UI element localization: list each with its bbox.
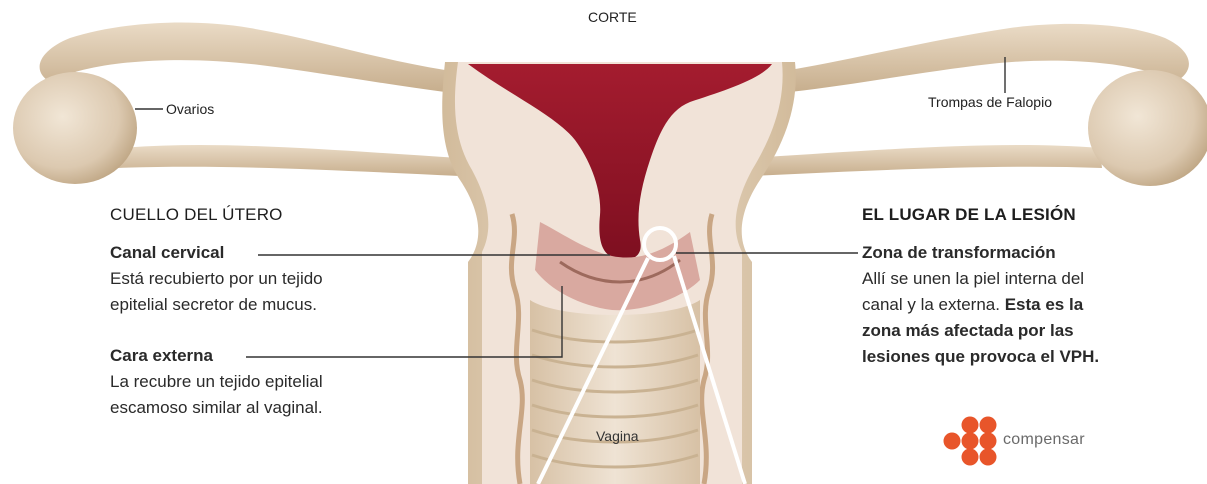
cara-externa-line2: escamoso similar al vaginal. [110,395,323,421]
compensar-logo-icon [944,417,997,466]
ovarios-label: Ovarios [166,101,214,117]
corte-label: CORTE [588,9,637,25]
right-ovary [1088,70,1207,186]
zona-line2: canal y la externa. Esta es la [862,292,1083,318]
zona-title: Zona de transformación [862,240,1056,266]
trompas-label: Trompas de Falopio [928,94,1052,110]
cuello-heading: CUELLO DEL ÚTERO [110,205,283,225]
canal-cervical-line1: Está recubierto por un tejido [110,266,323,292]
compensar-logo-text: compensar [1003,431,1085,449]
left-ovary [13,72,137,184]
canal-cervical-title: Canal cervical [110,240,224,266]
lesion-heading: EL LUGAR DE LA LESIÓN [862,205,1076,225]
zona-line4: lesiones que provoca el VPH. [862,344,1099,370]
zona-line2-bold: Esta es la [1005,295,1083,314]
vagina-label: Vagina [596,428,639,444]
zona-line1: Allí se unen la piel interna del [862,266,1084,292]
cara-externa-line1: La recubre un tejido epitelial [110,369,323,395]
zona-line3: zona más afectada por las [862,318,1074,344]
zona-line2-plain: canal y la externa. [862,295,1005,314]
cara-externa-title: Cara externa [110,343,213,369]
canal-cervical-line2: epitelial secretor de mucus. [110,292,317,318]
